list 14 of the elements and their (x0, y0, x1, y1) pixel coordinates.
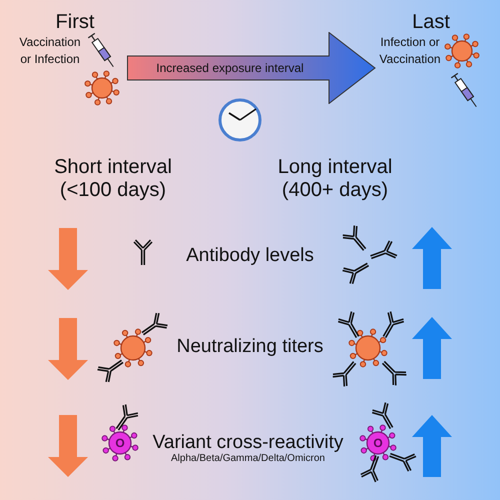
arrow-label: Increased exposure interval (155, 61, 305, 75)
caption: Infection or Vaccination (378, 34, 442, 68)
variant-list: Alpha/Beta/Gamma/Delta/Omicron (138, 453, 358, 465)
interval-text: Long interval (400+ days) (276, 156, 394, 202)
row-title: Antibody levels (185, 244, 315, 268)
variant-letter: O (372, 436, 384, 450)
block-arrow (127, 32, 376, 104)
variant-letter: O (114, 436, 126, 450)
row-title: Variant cross-reactivity (152, 432, 344, 454)
interval-text: Short interval (<100 days) (53, 156, 173, 202)
heading: Last (411, 10, 451, 34)
caption: Vaccination or Infection (18, 34, 82, 68)
heading: First (54, 10, 96, 34)
row-title: Neutralizing titers (176, 336, 324, 358)
